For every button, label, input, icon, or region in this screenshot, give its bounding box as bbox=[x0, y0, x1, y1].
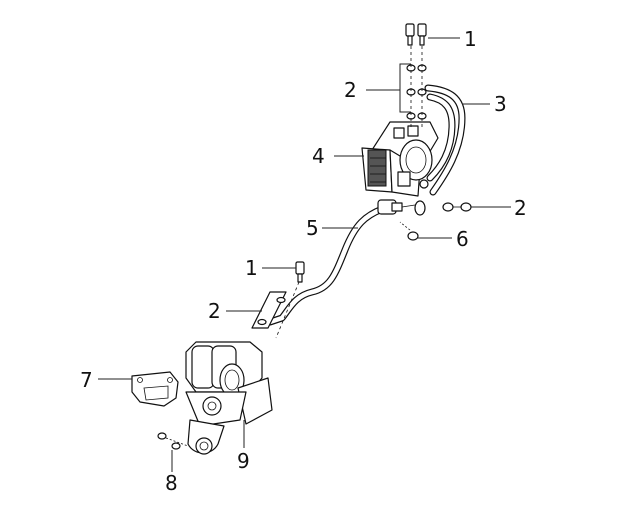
callout-3: 3 bbox=[494, 92, 507, 116]
callout-9: 9 bbox=[237, 449, 250, 473]
hose-5-abs-to-rear-caliper bbox=[266, 204, 389, 326]
rear-brake-caliper bbox=[185, 341, 273, 455]
brake-pad bbox=[131, 371, 179, 407]
bracket-screw bbox=[399, 221, 419, 241]
sealing-washers-lower bbox=[251, 291, 287, 329]
callout-2-lower: 2 bbox=[208, 299, 221, 323]
hose-clamp bbox=[377, 199, 426, 216]
callout-6: 6 bbox=[456, 227, 469, 251]
sealing-washers-top bbox=[406, 46, 427, 130]
callout-4: 4 bbox=[312, 144, 325, 168]
callout-5: 5 bbox=[306, 216, 319, 240]
callout-2-upper: 2 bbox=[344, 78, 357, 102]
washers-8 bbox=[157, 432, 189, 450]
callout-1-lower: 1 bbox=[245, 256, 258, 280]
callout-1-top: 1 bbox=[464, 27, 477, 51]
callout-8: 8 bbox=[165, 471, 178, 495]
callout-7: 7 bbox=[80, 368, 93, 392]
hose-3-abs-to-front bbox=[424, 84, 466, 196]
abs-modulator-unit bbox=[361, 121, 439, 197]
sealing-washers-right bbox=[442, 202, 472, 212]
leader-lines bbox=[98, 37, 511, 472]
banjo-bolts-top bbox=[405, 23, 427, 46]
callout-2-right: 2 bbox=[514, 196, 527, 220]
